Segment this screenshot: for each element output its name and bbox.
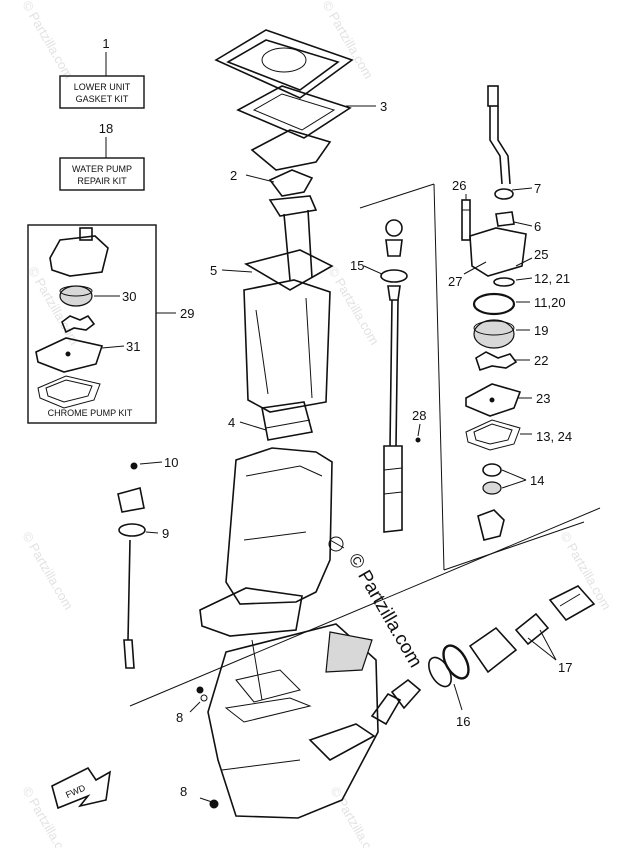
callout-15: 15: [350, 258, 364, 273]
callout-9: 9: [162, 526, 169, 541]
upper-gasket-plate: [214, 29, 354, 99]
watermark-tl: © Partzilla.com: [19, 0, 76, 81]
watermark-mc: © Partzilla.com: [325, 264, 382, 347]
lower-unit-kit-line1: LOWER UNIT: [74, 82, 131, 92]
water-pump-kit-line2: REPAIR KIT: [77, 176, 127, 186]
callout-8-upper: 8: [176, 710, 183, 725]
lower-unit-gasket-kit-box: 1 LOWER UNIT GASKET KIT: [59, 36, 145, 109]
watermark-bl: © Partzilla.com: [19, 529, 76, 612]
water-pump-kit-line1: WATER PUMP: [72, 164, 132, 174]
chrome-pump-kit-box: CHROME PUMP KIT 29 30 31: [27, 224, 194, 424]
callout-8-lower: 8: [180, 784, 187, 799]
watermark-br: © Partzilla.com: [557, 529, 614, 612]
callout-22: 22: [534, 353, 548, 368]
propeller-shaft-assembly: 16 17: [370, 585, 596, 729]
pump-internal-parts: 11,20 19 22 23 13, 24 14: [465, 292, 572, 541]
callout-12-21: 12, 21: [534, 271, 570, 286]
callout-23: 23: [536, 391, 550, 406]
callout-1: 1: [102, 36, 109, 51]
callout-11-20: 11,20: [534, 295, 566, 310]
chrome-pump-kit-caption: CHROME PUMP KIT: [48, 408, 133, 418]
callout-10: 10: [164, 455, 178, 470]
callout-13-24: 13, 24: [536, 429, 572, 444]
callout-3: 3: [380, 99, 387, 114]
divider-line-side: [433, 183, 445, 571]
plate-2: 2: [230, 129, 332, 197]
divider-line-right: [443, 521, 585, 571]
forward-direction-arrow: FWD: [51, 766, 112, 810]
callout-18: 18: [99, 121, 113, 136]
callout-7: 7: [534, 181, 541, 196]
callout-2: 2: [230, 168, 237, 183]
gear-case: 8 8: [176, 623, 379, 819]
callout-29: 29: [180, 306, 194, 321]
water-tube: 7 6: [487, 85, 541, 234]
watermark-fc: © Partzilla.com: [327, 784, 384, 848]
callout-19: 19: [534, 323, 548, 338]
shift-rod-left: 10 9: [117, 455, 178, 669]
driveshaft-housing: 5 4: [210, 195, 334, 441]
lower-casing-upper: [199, 447, 345, 637]
water-pump-repair-kit-box: 18 WATER PUMP REPAIR KIT: [59, 121, 145, 191]
shift-rod-center: 15 28: [350, 219, 426, 533]
divider-line-upper: [359, 183, 435, 209]
callout-31: 31: [126, 339, 140, 354]
divider-line-main: [129, 507, 601, 707]
gasket-3: 3: [236, 85, 387, 139]
callout-5: 5: [210, 263, 217, 278]
callout-26: 26: [452, 178, 466, 193]
callout-25: 25: [534, 247, 548, 262]
callout-16: 16: [456, 714, 470, 729]
callout-28: 28: [412, 408, 426, 423]
callout-14: 14: [530, 473, 544, 488]
callout-6: 6: [534, 219, 541, 234]
lower-unit-kit-line2: GASKET KIT: [76, 94, 129, 104]
callout-27: 27: [448, 274, 462, 289]
pump-housing: 26 27 25 12, 21: [448, 178, 570, 289]
callout-4: 4: [228, 415, 235, 430]
callout-17: 17: [558, 660, 572, 675]
callout-30: 30: [122, 289, 136, 304]
